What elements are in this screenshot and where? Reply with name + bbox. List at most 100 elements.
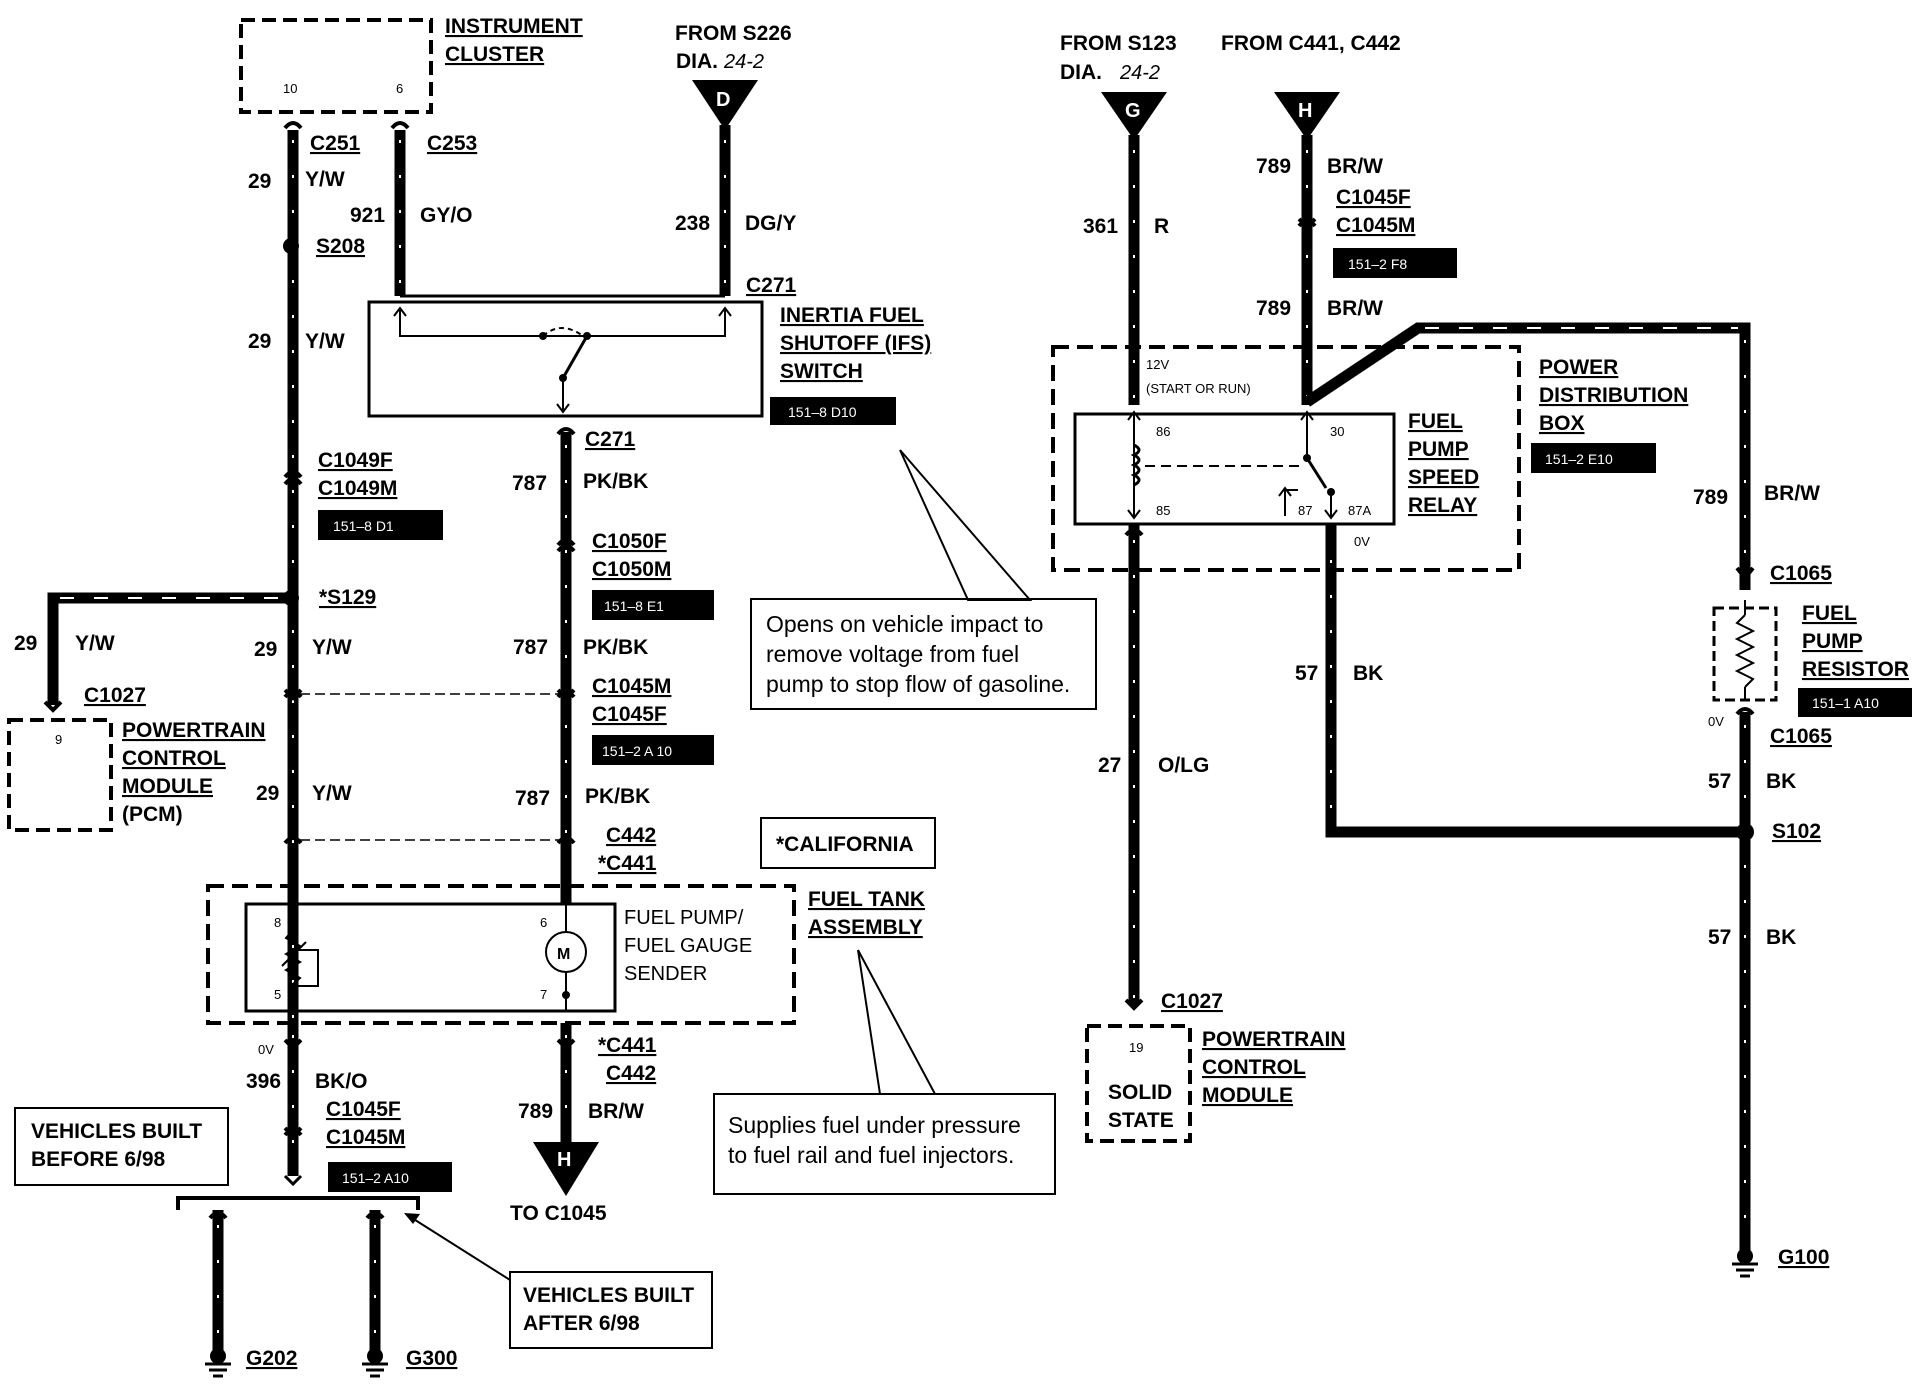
wire-789-color-bottom: BR/W xyxy=(588,1100,644,1123)
ground-g300-symbol xyxy=(362,1348,388,1378)
connector-c1045f-top: C1045F xyxy=(1336,186,1411,209)
connector-c442-top: C442 xyxy=(606,824,656,847)
resistor-ref-text: 151–1 A10 xyxy=(1812,695,1879,711)
wire-396-num: 396 xyxy=(246,1070,281,1093)
splice-s208: S208 xyxy=(316,235,365,258)
circuit-921 xyxy=(390,121,410,296)
ref-text-c1049: 151–8 D1 xyxy=(333,518,394,534)
wire-789-num-bottom: 789 xyxy=(518,1100,553,1123)
ifs-note-2: remove voltage from fuel xyxy=(766,641,1019,667)
wire-238-num: 238 xyxy=(675,212,710,235)
wire-29-num-branch: 29 xyxy=(14,632,37,655)
circuit-27 xyxy=(1124,524,1144,1011)
ground-g300: G300 xyxy=(406,1347,457,1370)
relay-title-1: FUEL xyxy=(1408,410,1463,433)
wire-921-num: 921 xyxy=(350,204,385,227)
fuel-tank-title-1: FUEL TANK xyxy=(808,888,925,911)
ref-tag-c1045-bot xyxy=(328,1162,452,1192)
connector-c1045f-mid: C1045F xyxy=(592,703,667,726)
ref-text-c1050: 151–8 E1 xyxy=(604,598,664,614)
power-distribution-box: POWER DISTRIBUTION BOX 151–2 E10 xyxy=(1051,345,1688,572)
circuit-29-branch xyxy=(43,592,291,713)
sender-pin-7: 7 xyxy=(540,987,547,1002)
source-d-page: 24-2 xyxy=(723,51,764,73)
pdb-ref-tag xyxy=(1531,443,1656,473)
source-h-top-from: FROM C441, C442 xyxy=(1221,32,1401,55)
wire-57-num-a: 57 xyxy=(1295,662,1318,685)
cluster-pin-10: 10 xyxy=(283,81,297,96)
wire-787-color-a: PK/BK xyxy=(583,470,648,493)
pdb-title-2: DISTRIBUTION xyxy=(1539,384,1688,407)
wire-787-num-a: 787 xyxy=(512,472,547,495)
connector-c1049f: C1049F xyxy=(318,449,393,472)
relay-pin-87: 87 xyxy=(1298,503,1312,518)
relay-12v: 12V xyxy=(1146,357,1169,372)
source-d-dia: DIA. xyxy=(676,50,718,73)
pcm-right-pin: 19 xyxy=(1129,1040,1143,1055)
relay-title-3: SPEED xyxy=(1408,466,1479,489)
pump-motor-symbol: M xyxy=(557,946,570,963)
source-h-bottom-letter: H xyxy=(557,1149,571,1171)
ref-tag-c1049 xyxy=(318,510,443,540)
wire-789-num-top: 789 xyxy=(1256,155,1291,178)
resistor-title-2: PUMP xyxy=(1802,630,1863,653)
connector-c1050f: C1050F xyxy=(592,530,667,553)
cluster-pin-6: 6 xyxy=(396,81,403,96)
pcm-right-connector: C1027 xyxy=(1161,990,1223,1013)
splice-s208-dot xyxy=(283,238,299,254)
ground-g100-symbol xyxy=(1732,1248,1758,1278)
sender-pin-8: 8 xyxy=(274,915,281,930)
ref-text-c1045-mid: 151–2 A 10 xyxy=(602,743,672,759)
built-after-2: AFTER 6/98 xyxy=(523,1312,640,1335)
cluster-title-2: CLUSTER xyxy=(445,43,544,66)
resistor-connector-bottom: C1065 xyxy=(1770,725,1832,748)
built-after-box xyxy=(509,1271,713,1349)
pcm-left-title-1: POWERTRAIN xyxy=(122,719,266,742)
relay-pin-87a: 87A xyxy=(1348,503,1371,518)
ifs-switch: 151–8 D10 INERTIA FUEL SHUTOFF (IFS) SWI… xyxy=(367,294,931,425)
wire-27-num: 27 xyxy=(1098,754,1121,777)
connector-c1045m-top: C1045M xyxy=(1336,214,1415,237)
source-g-letter: G xyxy=(1125,100,1141,122)
wire-921-color: GY/O xyxy=(420,204,473,227)
ref-tag-c1050 xyxy=(592,590,714,620)
connector-c251: C251 xyxy=(310,132,361,155)
pump-note: Supplies fuel under pressure to fuel rai… xyxy=(713,949,1056,1195)
ref-tag-c1045-mid xyxy=(592,735,714,765)
wire-361-num: 361 xyxy=(1083,215,1118,238)
connector-c442-bot: C442 xyxy=(606,1062,656,1085)
circuit-789-bottom: H xyxy=(533,1023,599,1196)
wire-361-color: R xyxy=(1154,215,1169,238)
pcm-left-connector: C1027 xyxy=(84,684,146,707)
circuit-396 xyxy=(176,1023,420,1352)
relay-pin-86: 86 xyxy=(1156,424,1170,439)
fuel-pump-resistor: FUEL PUMP RESISTOR 151–1 A10 xyxy=(1712,600,1912,717)
wire-789-num-right: 789 xyxy=(1693,486,1728,509)
resistor-title-1: FUEL xyxy=(1802,602,1857,625)
source-g-from: FROM S123 xyxy=(1060,32,1177,55)
source-g-dia: DIA. xyxy=(1060,61,1102,84)
pcm-right: 19 SOLID STATE POWERTRAIN CONTROL MODULE xyxy=(1085,1024,1346,1143)
california-box xyxy=(760,817,936,869)
pcm-left-title-3: MODULE xyxy=(122,775,213,798)
fuel-pump-speed-relay: 12V (START OR RUN) 86 85 30 87 87A 0V FU… xyxy=(1073,357,1479,549)
connector-c441-top: *C441 xyxy=(598,852,657,875)
wire-789-num-mid: 789 xyxy=(1256,297,1291,320)
pdb-title-1: POWER xyxy=(1539,356,1618,379)
connector-c441-bot: *C441 xyxy=(598,1034,657,1057)
wire-787-num-b: 787 xyxy=(513,636,548,659)
circuit-29-main xyxy=(283,121,303,1175)
wire-57-num-c: 57 xyxy=(1708,926,1731,949)
wire-57-num-b: 57 xyxy=(1708,770,1731,793)
ref-tag-c1045-top xyxy=(1333,248,1457,278)
ground-g202: G202 xyxy=(246,1347,297,1370)
ref-text-c1045-bot: 151–2 A10 xyxy=(342,1170,409,1186)
splice-s129: *S129 xyxy=(319,586,376,609)
connector-c1045m-mid: C1045M xyxy=(592,675,671,698)
fuel-tank-assembly: 8 5 6 7 M FUEL PUMP/ FUEL GAUGE SENDER F… xyxy=(206,870,925,1025)
resistor-title-3: RESISTOR xyxy=(1802,658,1909,681)
ground-g202-symbol xyxy=(205,1348,231,1378)
pcm-right-title-3: MODULE xyxy=(1202,1084,1293,1107)
pcm-left: 9 C1027 POWERTRAIN CONTROL MODULE (PCM) xyxy=(7,684,266,832)
relay-ov: 0V xyxy=(1354,534,1370,549)
